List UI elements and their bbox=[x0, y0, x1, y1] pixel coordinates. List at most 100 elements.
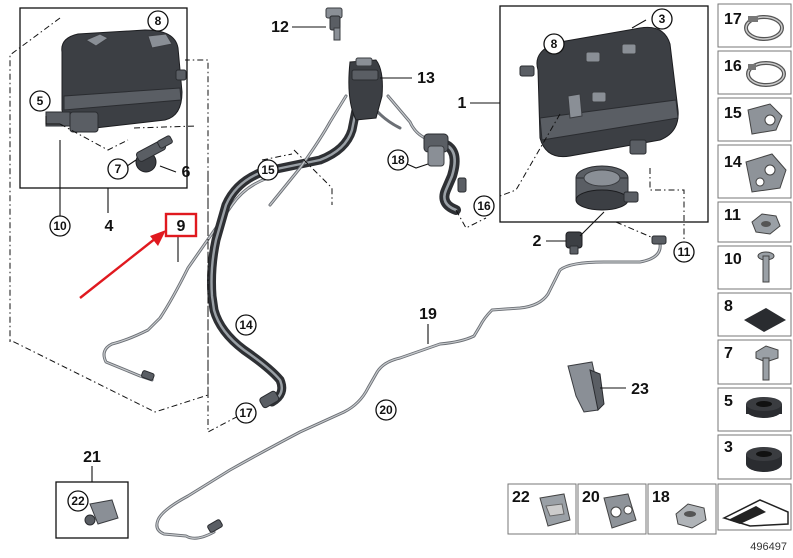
side-item-7[interactable]: 7 bbox=[717, 339, 792, 385]
leader-dash-5 bbox=[59, 123, 129, 151]
svg-text:15: 15 bbox=[724, 105, 742, 122]
callout-8b: 8 bbox=[551, 37, 558, 51]
circle-callout-14[interactable]: 14 bbox=[235, 314, 257, 336]
svg-text:22: 22 bbox=[512, 489, 530, 506]
spring-clamp-icon bbox=[746, 61, 786, 87]
pump-box bbox=[499, 5, 709, 223]
svg-text:5: 5 bbox=[724, 393, 733, 410]
side-item-16[interactable]: 16 bbox=[717, 50, 792, 95]
callout-10: 10 bbox=[53, 219, 67, 233]
bolt-icon bbox=[757, 251, 775, 283]
svg-text:11: 11 bbox=[724, 207, 741, 224]
cable-clip-icon bbox=[539, 493, 571, 527]
pipe-19-icon bbox=[155, 235, 667, 540]
callout-2[interactable]: 2 bbox=[533, 233, 542, 250]
callout-11: 11 bbox=[678, 245, 691, 259]
svg-text:7: 7 bbox=[724, 345, 733, 362]
leader-dash-11b bbox=[615, 221, 659, 241]
circle-callout-8b[interactable]: 8 bbox=[543, 33, 565, 55]
expansion-tank-icon bbox=[45, 29, 187, 133]
foam-pad-icon bbox=[744, 308, 786, 332]
svg-text:10: 10 bbox=[724, 251, 742, 268]
callout-3: 3 bbox=[659, 12, 666, 26]
nut-icon bbox=[751, 213, 781, 235]
hose-group-dash-left bbox=[207, 176, 247, 433]
callout-4[interactable]: 4 bbox=[105, 218, 114, 235]
callout-8a: 8 bbox=[155, 14, 162, 28]
side-item-5[interactable]: 5 bbox=[717, 387, 792, 432]
highlight-box-9 bbox=[164, 212, 198, 238]
orientation-arrow-box bbox=[717, 483, 792, 531]
direction-arrow-icon bbox=[721, 499, 789, 527]
hose-end-16-icon bbox=[423, 133, 467, 215]
hose-group-dash-top bbox=[293, 149, 333, 205]
side-item-3[interactable]: 3 bbox=[717, 434, 792, 480]
callout-13[interactable]: 13 bbox=[417, 70, 435, 87]
bottom-item-20[interactable]: 20 bbox=[577, 483, 647, 535]
callout-21[interactable]: 21 bbox=[83, 449, 101, 466]
double-clip-icon bbox=[603, 493, 637, 529]
callout-23[interactable]: 23 bbox=[631, 381, 649, 398]
bottom-item-22[interactable]: 22 bbox=[507, 483, 577, 535]
circle-callout-15[interactable]: 15 bbox=[257, 159, 279, 181]
circle-callout-16[interactable]: 16 bbox=[473, 195, 495, 217]
callout-1[interactable]: 1 bbox=[458, 95, 467, 112]
clip-nut-icon bbox=[675, 503, 707, 529]
callout-17: 17 bbox=[239, 406, 253, 420]
screw-icon bbox=[755, 345, 779, 381]
callout-9[interactable]: 9 bbox=[177, 218, 186, 235]
side-item-15[interactable]: 15 bbox=[717, 97, 792, 142]
circle-callout-20[interactable]: 20 bbox=[375, 399, 397, 421]
highlight-arrow bbox=[79, 230, 166, 299]
svg-text:18: 18 bbox=[652, 489, 670, 506]
clip-22-small-icon bbox=[84, 499, 119, 526]
side-item-17[interactable]: 17 bbox=[717, 3, 792, 48]
reservoir-box bbox=[19, 7, 188, 189]
auxiliary-pump-icon bbox=[519, 26, 679, 158]
circle-callout-18[interactable]: 18 bbox=[387, 149, 409, 171]
leader-2b bbox=[579, 211, 605, 237]
bracket-23-icon bbox=[567, 361, 605, 413]
pump-motor-icon bbox=[575, 165, 639, 211]
callout-19[interactable]: 19 bbox=[419, 306, 437, 323]
grommet-icon bbox=[746, 397, 782, 418]
leader-6 bbox=[159, 165, 177, 173]
circle-callout-17[interactable]: 17 bbox=[235, 402, 257, 424]
rubber-mount-icon bbox=[746, 447, 782, 472]
side-item-10[interactable]: 10 bbox=[717, 245, 792, 290]
svg-text:16: 16 bbox=[724, 58, 742, 75]
circle-callout-5[interactable]: 5 bbox=[29, 90, 51, 112]
leader-dash-16b bbox=[499, 113, 561, 197]
group-outline-reservoir bbox=[9, 17, 209, 413]
leader-dash-11 bbox=[649, 168, 685, 240]
circle-callout-11[interactable]: 11 bbox=[673, 241, 695, 263]
bottom-item-18[interactable]: 18 bbox=[647, 483, 717, 535]
hose-14-icon bbox=[207, 105, 361, 409]
side-panel: 17 16 15 bbox=[717, 3, 792, 480]
callout-16: 16 bbox=[477, 199, 491, 213]
connector-2-icon bbox=[565, 231, 583, 255]
circle-callout-8a[interactable]: 8 bbox=[147, 10, 169, 32]
circle-callout-3[interactable]: 3 bbox=[651, 8, 673, 30]
circle-callout-10[interactable]: 10 bbox=[49, 215, 71, 237]
svg-text:8: 8 bbox=[724, 298, 733, 315]
bleed-screw-12-icon bbox=[325, 7, 343, 41]
callout-6[interactable]: 6 bbox=[182, 164, 191, 181]
level-sensor-icon bbox=[135, 135, 173, 173]
callout-22: 22 bbox=[71, 494, 85, 508]
leader-7 bbox=[126, 159, 137, 167]
circle-callout-22[interactable]: 22 bbox=[67, 490, 89, 512]
svg-text:3: 3 bbox=[724, 439, 733, 456]
diagram-id: 496497 bbox=[750, 541, 787, 553]
leader-5 bbox=[45, 116, 60, 125]
circle-callout-7[interactable]: 7 bbox=[107, 158, 129, 180]
svg-text:17: 17 bbox=[724, 11, 742, 28]
side-item-14[interactable]: 14 bbox=[717, 144, 792, 199]
side-item-11[interactable]: 11 bbox=[717, 201, 792, 243]
side-item-8[interactable]: 8 bbox=[717, 292, 792, 337]
callout-15: 15 bbox=[261, 163, 275, 177]
bottom-panel: 22 20 18 bbox=[507, 483, 792, 535]
callout-5: 5 bbox=[37, 94, 44, 108]
callout-12[interactable]: 12 bbox=[271, 19, 289, 36]
